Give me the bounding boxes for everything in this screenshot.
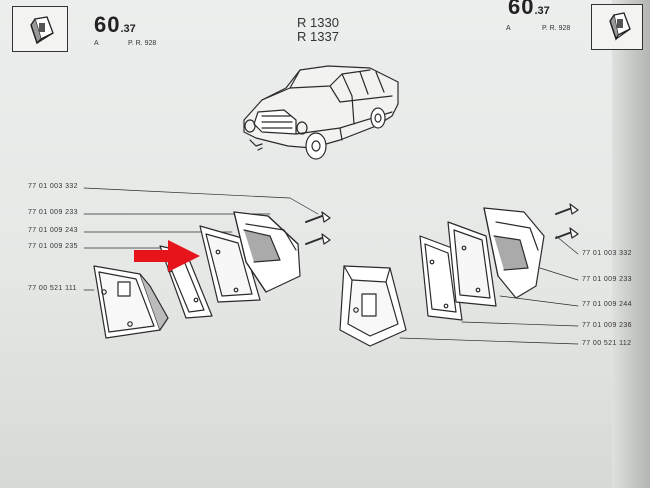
part-number: 77 01 009 244 <box>582 301 632 308</box>
part-number: 77 01 009 236 <box>582 322 632 329</box>
page-binding <box>612 0 650 488</box>
left-housing <box>233 211 301 293</box>
page-number-right: 60.37 <box>508 0 550 19</box>
right-frame-plate <box>447 221 497 307</box>
part-number: 77 01 009 235 <box>28 243 78 250</box>
part-number: 77 01 003 332 <box>582 250 632 257</box>
page-ref-right: P. R. 928 <box>542 25 571 32</box>
part-number: 77 01 009 233 <box>582 276 632 283</box>
right-lens-assembly <box>339 265 407 347</box>
red-arrow-icon <box>134 240 200 272</box>
right-housing <box>483 207 545 299</box>
model-list: R 1330 R 1337 <box>297 16 339 44</box>
model-code: R 1330 <box>297 15 339 30</box>
car-illustration <box>243 65 399 160</box>
left-frame-plate <box>199 225 261 303</box>
part-number: 77 00 521 112 <box>582 340 632 347</box>
tail-lamp-icon <box>12 6 68 52</box>
model-code: R 1337 <box>297 29 339 44</box>
part-number: 77 01 009 233 <box>28 209 78 216</box>
page-letter-right: A <box>506 25 511 32</box>
part-number: 77 01 009 243 <box>28 227 78 234</box>
page-number-left: 60.37 <box>94 12 136 37</box>
page-letter-left: A <box>94 40 99 47</box>
left-lens-assembly <box>93 265 169 339</box>
tail-lamp-icon <box>591 4 643 50</box>
leader-lines-right <box>399 235 579 345</box>
part-number: 77 00 521 111 <box>28 285 77 292</box>
page-ref-left: P. R. 928 <box>128 40 157 47</box>
part-number: 77 01 003 332 <box>28 183 78 190</box>
right-screws <box>555 203 579 239</box>
left-screws <box>305 211 331 245</box>
